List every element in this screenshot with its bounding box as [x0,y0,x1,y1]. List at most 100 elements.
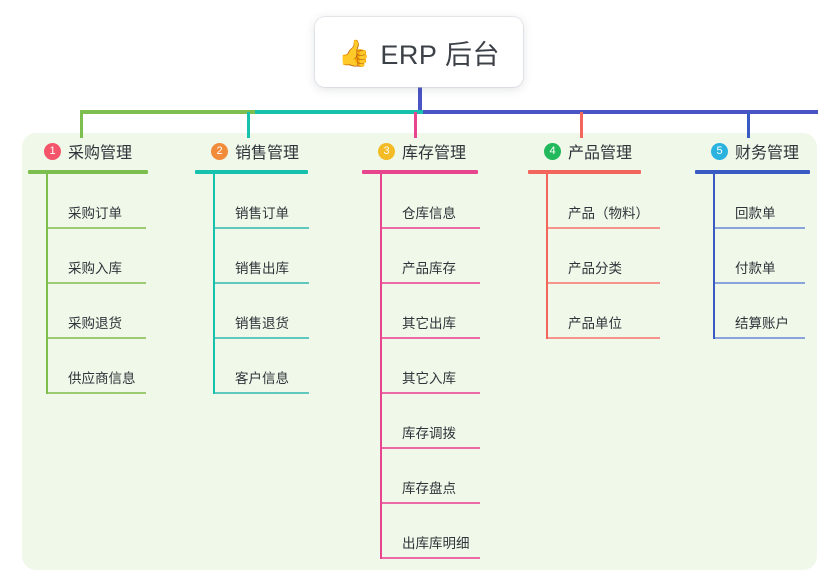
leaf-item[interactable]: 供应商信息 [46,339,148,394]
drop-connector-2 [247,112,250,138]
leaf-item[interactable]: 采购入库 [46,229,148,284]
leaf-item[interactable]: 仓库信息 [380,174,480,229]
root-node-card[interactable]: 👍 ERP 后台 [315,17,523,87]
column-branch: 回款单付款单结算账户 [713,174,810,339]
leaf-item[interactable]: 库存调拨 [380,394,480,449]
leaf-item[interactable]: 销售退货 [213,284,309,339]
leaf-item[interactable]: 产品分类 [546,229,660,284]
leaf-item-rule [48,337,146,339]
leaf-item-label: 产品（物料） [568,206,649,221]
leaf-item[interactable]: 付款单 [713,229,810,284]
column-header-rule [695,170,810,174]
leaf-item-label: 产品分类 [568,261,622,276]
leaf-item-label: 客户信息 [235,371,289,386]
leaf-item-label: 其它入库 [402,371,456,386]
leaf-item-rule [215,227,309,229]
branch-trunk-line [213,174,215,394]
leaf-item[interactable]: 其它出库 [380,284,480,339]
leaf-item-label: 回款单 [735,206,776,221]
thumbs-up-icon: 👍 [338,38,371,68]
leaf-item-rule [48,227,146,229]
leaf-item-rule [215,337,309,339]
bus-segment-3 [423,110,818,114]
leaf-item-label: 其它出库 [402,316,456,331]
leaf-item-label: 采购退货 [68,316,122,331]
column-index-badge: 4 [544,142,561,160]
diagram-panel [22,133,817,570]
leaf-item[interactable]: 出库库明细 [380,504,480,559]
leaf-item-label: 销售订单 [235,206,289,221]
drop-connector-3 [414,112,417,138]
drop-connector-5 [747,112,750,138]
bus-segment-2 [255,110,423,114]
leaf-item-rule [215,392,309,394]
bus-segment-1 [80,110,255,114]
column-header-rule [28,170,148,174]
leaf-item-rule [548,227,660,229]
leaf-item-rule [382,557,480,559]
leaf-item-rule [48,282,146,284]
leaf-item-label: 销售退货 [235,316,289,331]
column-branch: 采购订单采购入库采购退货供应商信息 [46,174,148,394]
leaf-item-rule [715,282,805,284]
leaf-item[interactable]: 产品库存 [380,229,480,284]
leaf-item-label: 仓库信息 [402,206,456,221]
column-index-badge: 5 [711,142,728,160]
leaf-item-rule [382,282,480,284]
leaf-item[interactable]: 销售出库 [213,229,309,284]
leaf-item-rule [715,227,805,229]
leaf-item[interactable]: 采购订单 [46,174,148,229]
column-header-rule [528,170,641,174]
column-index-badge: 3 [378,142,395,160]
leaf-item-rule [548,282,660,284]
leaf-item-label: 出库库明细 [402,536,470,551]
leaf-item-rule [382,392,480,394]
column-header-rule [195,170,308,174]
leaf-item[interactable]: 产品（物料） [546,174,660,229]
root-stem-connector [418,87,422,112]
drop-connector-1 [80,112,83,138]
column-header-rule [362,170,478,174]
column-branch: 销售订单销售出库销售退货客户信息 [213,174,309,394]
leaf-item[interactable]: 回款单 [713,174,810,229]
column-title: 采购管理 [68,145,133,162]
leaf-item[interactable]: 结算账户 [713,284,810,339]
column-title: 库存管理 [402,145,467,162]
root-node-title: ERP 后台 [380,39,500,70]
branch-trunk-line [380,174,382,559]
drop-connector-4 [580,112,583,138]
leaf-item-rule [215,282,309,284]
leaf-item-label: 付款单 [735,261,776,276]
leaf-item-rule [48,392,146,394]
leaf-item[interactable]: 库存盘点 [380,449,480,504]
leaf-item-label: 产品单位 [568,316,622,331]
leaf-item-label: 库存盘点 [402,481,456,496]
column-1: 1 采购管理采购订单采购入库采购退货供应商信息 [28,138,148,394]
leaf-item[interactable]: 采购退货 [46,284,148,339]
leaf-item[interactable]: 其它入库 [380,339,480,394]
column-header-1[interactable]: 1 采购管理 [28,138,148,164]
leaf-item-label: 采购入库 [68,261,122,276]
column-header-3[interactable]: 3 库存管理 [362,138,478,164]
leaf-item-rule [382,447,480,449]
branch-trunk-line [46,174,48,394]
branch-trunk-line [546,174,548,339]
leaf-item-label: 库存调拨 [402,426,456,441]
leaf-item[interactable]: 客户信息 [213,339,309,394]
leaf-item[interactable]: 销售订单 [213,174,309,229]
column-index-badge: 2 [211,142,228,160]
leaf-item-rule [715,337,805,339]
leaf-item-rule [382,337,480,339]
leaf-item-rule [382,227,480,229]
column-branch: 产品（物料） 产品分类产品单位 [546,174,660,339]
leaf-item[interactable]: 产品单位 [546,284,660,339]
column-3: 3 库存管理仓库信息产品库存其它出库其它入库库存调拨库存盘点出库库明细 [362,138,480,559]
column-index-badge: 1 [44,142,61,160]
column-branch: 仓库信息产品库存其它出库其它入库库存调拨库存盘点出库库明细 [380,174,480,559]
